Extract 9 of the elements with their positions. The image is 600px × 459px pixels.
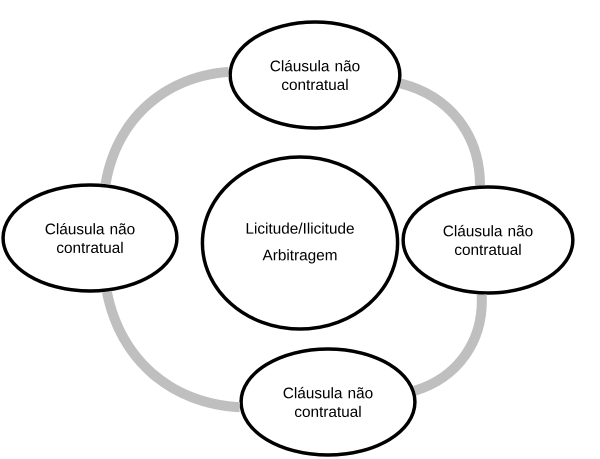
ring-arc xyxy=(102,290,240,412)
ring-arc xyxy=(100,66,230,186)
ellipse-node: Cláusula não contratual xyxy=(239,347,417,457)
ring-arc xyxy=(399,78,485,186)
ring-arc xyxy=(413,294,487,396)
ellipse-node: Cláusula não contratual xyxy=(228,20,402,130)
ellipse-node: Licitude/Ilicitude Arbitragem xyxy=(200,155,400,331)
ellipse-node: Cláusula não contratual xyxy=(1,183,179,293)
ellipse-node: Cláusula não contratual xyxy=(401,185,575,295)
